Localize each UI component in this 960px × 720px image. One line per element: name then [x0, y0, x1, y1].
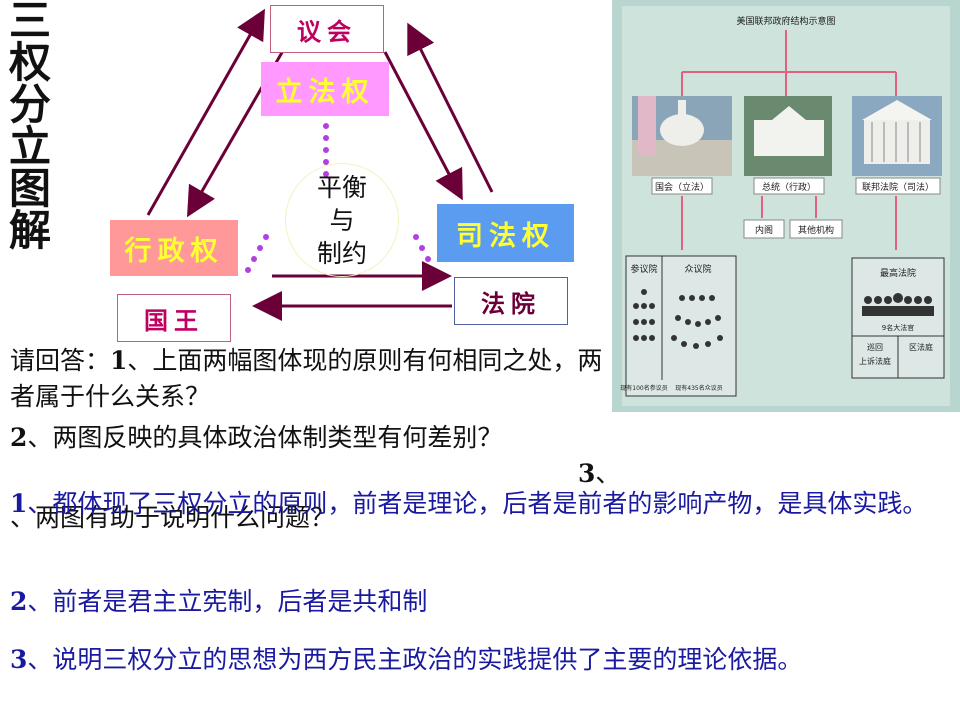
- question-3-number: 3、: [578, 459, 621, 488]
- court-label: 联邦法院（司法）: [862, 181, 934, 193]
- senate-note: 现有100名参议员: [620, 384, 667, 392]
- diagram-arrows: [146, 8, 494, 321]
- house-note: 现有435名众议员: [675, 384, 722, 392]
- district-court-label: 区法庭: [909, 342, 933, 352]
- question-2: 2、两图反映的具体政治体制类型有何差别？: [10, 423, 503, 452]
- congress-label: 国会（立法）: [655, 181, 709, 193]
- appeals-court-label: 巡回上诉法庭: [859, 342, 891, 366]
- other-agencies-label: 其他机构: [798, 224, 834, 236]
- king-box: 国王: [117, 294, 231, 342]
- question-3: 、两图有助于说明什么问题？: [10, 503, 336, 532]
- judicial-box: 司法权: [437, 204, 574, 262]
- arrow-exec-to-parliament: [146, 8, 265, 216]
- legislative-box: 立法权: [261, 62, 389, 116]
- president-label: 总统（行政）: [762, 181, 816, 193]
- vertical-title: 三 权 分 立 图 解: [8, 0, 51, 255]
- executive-box: 行政权: [110, 220, 238, 276]
- parliament-box: 议会: [270, 5, 384, 53]
- appeals-court-line-1: 巡回: [867, 342, 883, 352]
- house-label: 众议院: [684, 263, 711, 275]
- dotted-connectors: [245, 123, 431, 273]
- supreme-court-label: 最高法院: [880, 267, 916, 279]
- us-diagram-title: 美国联邦政府结构示意图: [736, 15, 835, 27]
- us-structure-drawing: 美国联邦政府结构示意图 国会（立法） 总统（行: [620, 6, 950, 406]
- balance-circle: 平衡 与 制约: [285, 163, 399, 277]
- cabinet-label: 内阁: [755, 224, 773, 236]
- senate-label: 参议院: [630, 263, 657, 275]
- answer-3: 3、说明三权分立的思想为西方民主政治的实践提供了主要的理论依据。: [10, 645, 803, 674]
- justices-label: 9名大法官: [882, 323, 914, 332]
- answer-1: 1、都体现了三权分立的原则，前者是理论，后者是前者的影响产物，是具体实践。: [10, 489, 928, 518]
- us-government-structure-image: 美国联邦政府结构示意图 国会（立法） 总统（行: [612, 0, 960, 412]
- appeals-court-line-2: 上诉法庭: [859, 356, 891, 366]
- arrow-parliament-to-judicial: [383, 51, 463, 201]
- question-1: 请回答：1、上面两幅图体现的原则有何相同之处，两者属于什么关系？: [10, 346, 603, 411]
- arrow-judicial-to-parliament: [407, 22, 494, 193]
- court-box: 法院: [454, 277, 568, 325]
- answer-2: 2、前者是君主立宪制，后者是共和制: [10, 587, 428, 616]
